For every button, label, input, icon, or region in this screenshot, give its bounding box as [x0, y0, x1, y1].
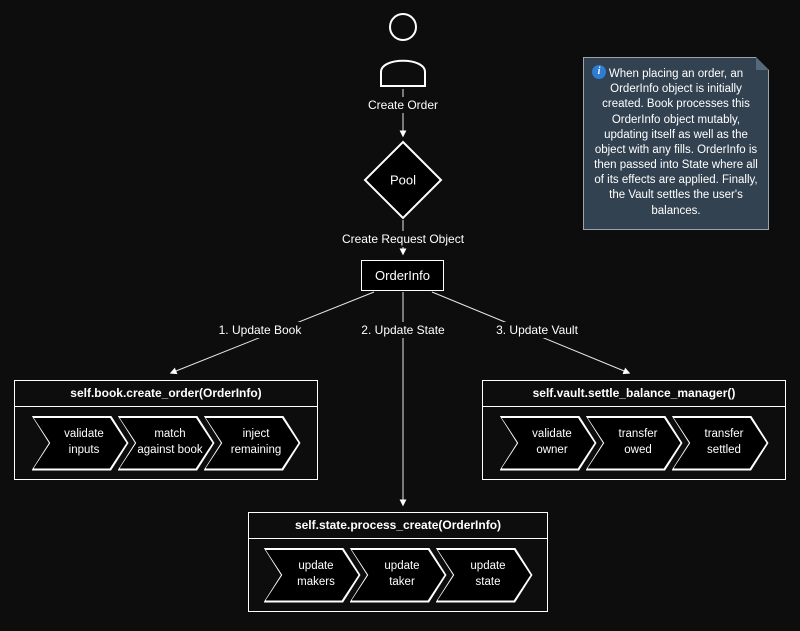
- step-label: validate inputs: [33, 417, 127, 469]
- step-row: update makers update taker update state: [249, 539, 547, 611]
- step-line1: update: [384, 560, 420, 573]
- note-text: When placing an order, an OrderInfo obje…: [594, 68, 758, 217]
- edge-label-create-order: Create Order: [362, 97, 444, 113]
- step-row: validate owner transfer owed transfer se…: [483, 407, 785, 479]
- step-line1: transfer: [704, 428, 744, 441]
- step-label: match against book: [119, 417, 213, 469]
- step-chevron: update taker: [349, 547, 447, 603]
- pool-node-label: Pool: [389, 172, 417, 188]
- step-label: transfer settled: [673, 417, 767, 469]
- step-line1: transfer: [618, 428, 658, 441]
- step-line2: inputs: [68, 444, 100, 456]
- step-label: validate owner: [501, 417, 595, 469]
- group-title: self.book.create_order(OrderInfo): [15, 381, 317, 407]
- step-label: inject remaining: [205, 417, 299, 469]
- step-line1: validate: [532, 428, 572, 441]
- edge-label-create-request-object: Create Request Object: [336, 231, 470, 247]
- group-state-process-create: self.state.process_create(OrderInfo) upd…: [248, 512, 548, 612]
- user-actor-icon: [380, 13, 426, 87]
- step-row: validate inputs match against book injec…: [15, 407, 317, 479]
- step-line2: owner: [536, 444, 568, 456]
- step-chevron: transfer owed: [585, 415, 683, 471]
- step-line1: update: [298, 560, 334, 573]
- step-label: update makers: [265, 549, 359, 601]
- step-chevron: update makers: [263, 547, 361, 603]
- step-chevron: match against book: [117, 415, 215, 471]
- info-icon: i: [592, 65, 606, 79]
- step-line2: makers: [297, 576, 335, 588]
- pool-diamond: [363, 140, 443, 220]
- edge-label-update-state: 2. Update State: [356, 322, 450, 338]
- step-line2: state: [475, 576, 501, 588]
- step-line2: against book: [137, 444, 203, 456]
- step-label: update state: [437, 549, 531, 601]
- group-title: self.vault.settle_balance_manager(): [483, 381, 785, 407]
- step-label: transfer owed: [587, 417, 681, 469]
- step-line1: validate: [64, 428, 104, 441]
- step-line2: settled: [707, 444, 741, 456]
- node-orderinfo: OrderInfo: [361, 260, 444, 291]
- step-line2: owed: [624, 444, 652, 456]
- step-chevron: validate inputs: [31, 415, 129, 471]
- step-line1: update: [470, 560, 506, 573]
- step-chevron: transfer settled: [671, 415, 769, 471]
- step-chevron: inject remaining: [203, 415, 301, 471]
- step-line2: remaining: [230, 444, 282, 456]
- step-line2: taker: [389, 576, 415, 588]
- note-box: i When placing an order, an OrderInfo ob…: [583, 57, 769, 230]
- step-label: update taker: [351, 549, 445, 601]
- orderinfo-node-label: OrderInfo: [375, 268, 430, 283]
- step-line1: inject: [242, 428, 270, 441]
- group-title: self.state.process_create(OrderInfo): [249, 513, 547, 539]
- step-chevron: update state: [435, 547, 533, 603]
- step-chevron: validate owner: [499, 415, 597, 471]
- step-line1: match: [154, 428, 186, 441]
- group-vault-settle-balance: self.vault.settle_balance_manager() vali…: [482, 380, 786, 480]
- edge-label-update-vault: 3. Update Vault: [491, 322, 583, 338]
- edge-label-update-book: 1. Update Book: [213, 322, 307, 338]
- group-book-create-order: self.book.create_order(OrderInfo) valida…: [14, 380, 318, 480]
